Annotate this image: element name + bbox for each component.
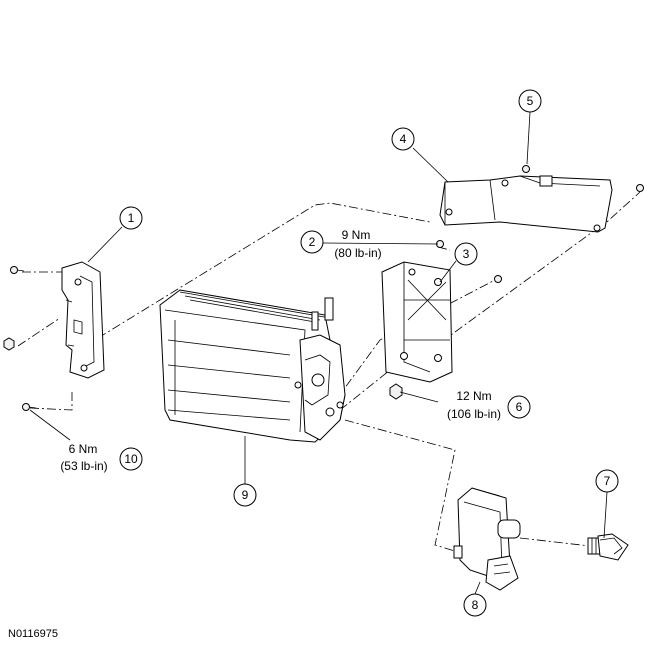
leader-lines — [29, 111, 608, 595]
callout-number: 4 — [400, 132, 407, 146]
part-shield-4 — [439, 175, 613, 233]
callout-number: 8 — [472, 598, 479, 612]
callout-number: 1 — [128, 211, 135, 225]
callout-4: 4 — [391, 127, 415, 151]
torque-nm: 9 Nm — [342, 228, 371, 242]
callout-9: 9 — [233, 483, 257, 507]
callout-number: 5 — [527, 94, 534, 108]
figure-id: N0116975 — [8, 628, 58, 640]
part-pump-8 — [453, 487, 521, 591]
part-canister-9 — [159, 289, 346, 443]
part-bracket-3 — [381, 261, 453, 383]
callout-number: 10 — [124, 452, 138, 466]
callout-7: 7 — [595, 469, 619, 493]
callout-5: 5 — [518, 89, 542, 113]
callout-number: 9 — [242, 488, 249, 502]
torque-lbin: (80 lb-in) — [334, 246, 381, 260]
fastener-bolts-left — [3, 266, 37, 411]
callout-2: 2 — [300, 230, 324, 254]
torque-spec-6: 12 Nm (106 lb-in) — [447, 389, 501, 421]
torque-lbin: (106 lb-in) — [447, 407, 501, 421]
torque-nm: 12 Nm — [456, 389, 491, 403]
torque-spec-2: 9 Nm (80 lb-in) — [334, 228, 381, 260]
installation-paths — [17, 191, 641, 553]
part-bracket-1 — [61, 261, 105, 379]
callout-number: 6 — [516, 400, 523, 414]
torque-lbin: (53 lb-in) — [60, 459, 107, 473]
callout-number: 2 — [309, 235, 316, 249]
callout-6: 6 — [507, 395, 531, 419]
callout-10: 10 — [119, 447, 143, 471]
part-hose-7 — [587, 533, 629, 561]
callout-8: 8 — [463, 593, 487, 617]
callout-number: 7 — [604, 474, 611, 488]
callout-number: 3 — [463, 247, 470, 261]
torque-nm: 6 Nm — [69, 442, 98, 456]
callout-3: 3 — [454, 242, 478, 266]
fastener-bolts-right — [522, 165, 644, 192]
torque-spec-10: 6 Nm (53 lb-in) — [60, 442, 107, 473]
callout-1: 1 — [119, 206, 143, 230]
